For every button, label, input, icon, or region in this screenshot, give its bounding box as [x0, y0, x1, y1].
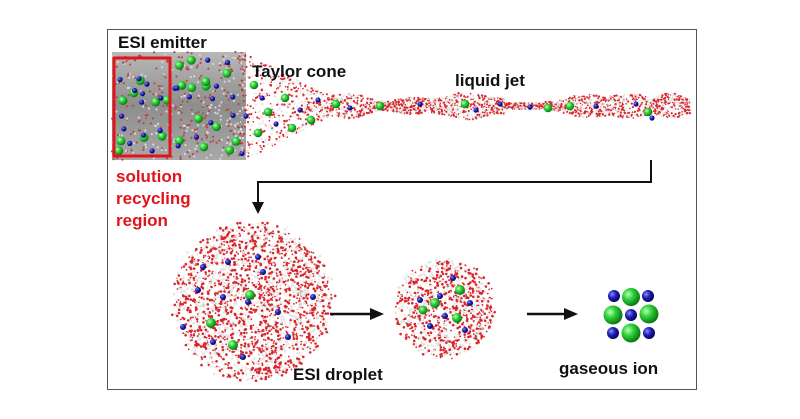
solution-recycling-box — [112, 56, 172, 158]
esi-droplet-small — [394, 257, 496, 360]
evaporation-arrow-2 — [527, 308, 578, 320]
solution-recycling-label-line1: solution — [116, 167, 183, 186]
figure-border — [107, 29, 697, 390]
flow-arrow-down — [252, 160, 652, 214]
esi-droplet-label: ESI droplet — [293, 365, 383, 384]
solution-recycling-label-line2: recycling — [116, 189, 191, 208]
liquid-jet-label: liquid jet — [455, 71, 525, 90]
gaseous-ion-cluster — [603, 288, 659, 343]
emitter-molecules — [110, 51, 247, 161]
liquid-jet-molecules — [238, 51, 692, 158]
taylor-cone-label: Taylor cone — [252, 62, 347, 81]
solution-recycling-label-line3: region — [116, 211, 168, 230]
esi-droplet-large — [171, 221, 337, 383]
evaporation-arrow-1 — [330, 308, 384, 320]
gaseous-ion-label: gaseous ion — [559, 359, 659, 378]
esi-emitter-label: ESI emitter — [118, 33, 207, 52]
